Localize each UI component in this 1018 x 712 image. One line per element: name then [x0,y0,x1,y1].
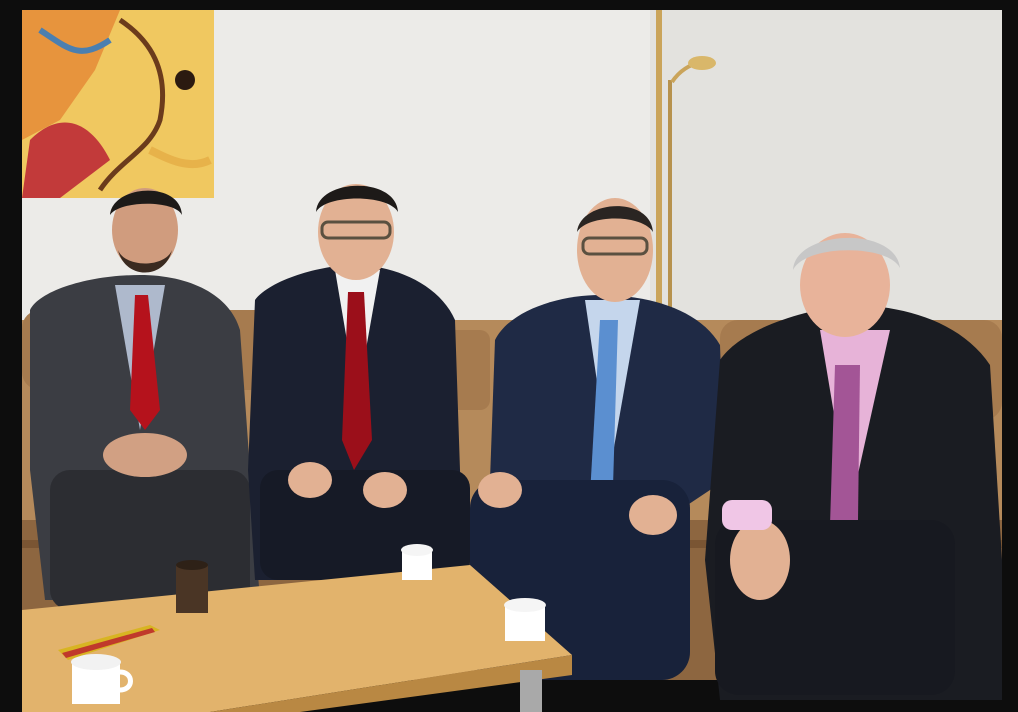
table-items [58,544,546,704]
person-4 [705,233,1002,700]
abstract-painting [22,10,214,198]
floor-lamp [656,10,716,310]
person-2 [248,184,470,580]
coffee-table [22,565,572,712]
